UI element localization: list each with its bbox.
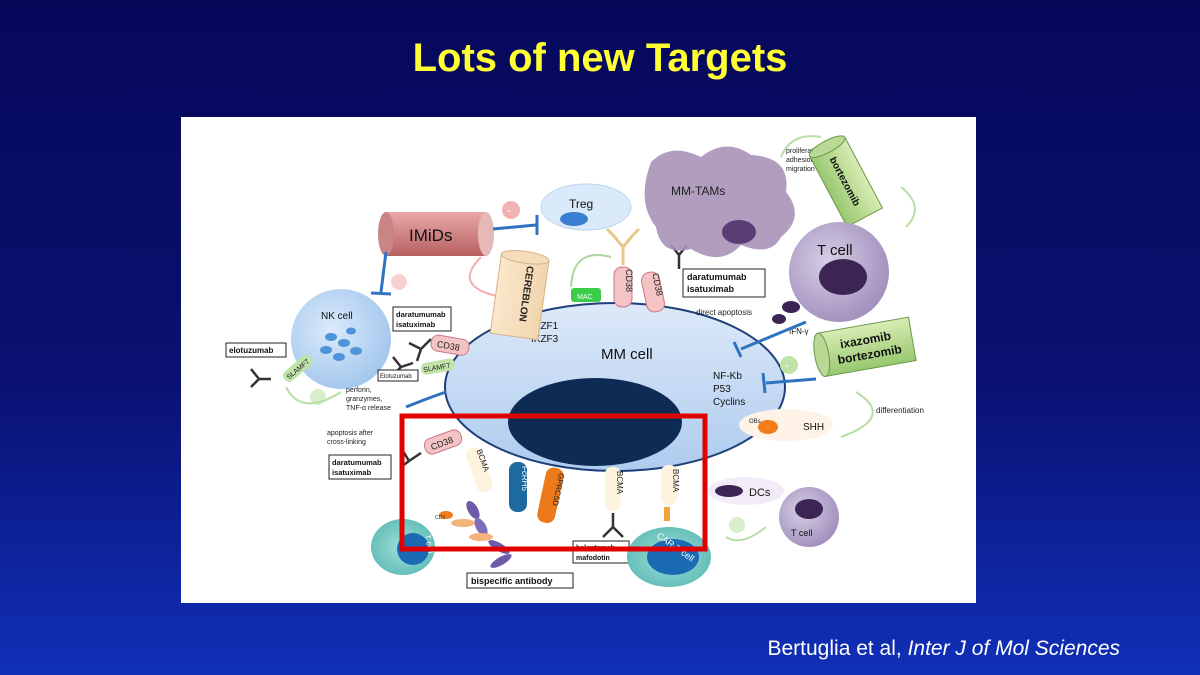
imids-cylinder: IMiDs — [378, 212, 494, 256]
p53-label: P53 — [713, 384, 731, 395]
nk-cell-label: NK cell — [321, 311, 353, 322]
bcma-right: BCMA — [661, 465, 680, 505]
svg-text:OBs: OBs — [749, 419, 761, 425]
antibody-icon-elotuzumab — [251, 369, 271, 387]
t-cell-right: T cell — [789, 222, 889, 322]
citation-authors: Bertuglia et al, — [767, 637, 907, 660]
car-construct-icon — [664, 507, 670, 521]
t-cell-small: T cell — [779, 487, 839, 547]
svg-text:apoptosis after: apoptosis after — [327, 430, 374, 437]
svg-text:granzymes,: granzymes, — [346, 396, 382, 403]
dcs-cell: DCs — [708, 477, 784, 505]
mac-complex: MAC — [571, 288, 601, 302]
fcrh5-receptor: FcRH5 — [509, 462, 529, 512]
nk-cell: NK cell — [291, 289, 391, 389]
mm-tams-cell: MM-TAMs — [645, 146, 795, 257]
direct-apoptosis-label: direct apoptosis — [696, 308, 752, 317]
cd38-bottom: CD38 — [422, 428, 463, 456]
svg-text:SHH: SHH — [803, 422, 824, 433]
dara-isa-box-left: daratumumab isatuximab — [393, 307, 451, 331]
svg-text:-: - — [507, 203, 511, 217]
svg-text:-: - — [785, 358, 789, 372]
svg-text:isatuximab: isatuximab — [687, 284, 735, 294]
dara-isa-box-bottom: daratumumab isatuximab — [329, 455, 391, 479]
minus-badge-right — [780, 356, 798, 374]
plus-badge-dcs — [729, 517, 745, 533]
gprc5d-receptor: GPRC5D — [536, 466, 567, 525]
elotuzumab-box: elotuzumab — [226, 343, 286, 357]
minus-badge-treg — [502, 201, 520, 219]
ifn-gamma-molecule — [782, 301, 800, 313]
svg-text:DCs: DCs — [749, 487, 771, 499]
svg-text:CD38: CD38 — [624, 269, 634, 292]
cd3-tag: CD3 — [435, 515, 445, 521]
imids-to-nk-inhibition — [381, 252, 386, 292]
treg-cell: Treg — [541, 184, 631, 230]
obs-shh-cell: OBs SHH — [739, 409, 833, 441]
svg-text:T cell: T cell — [791, 528, 812, 538]
apoptosis-crosslinking-labels: apoptosis after cross-linking — [327, 430, 374, 446]
mm-cell-label: MM cell — [601, 346, 653, 363]
svg-text:MAC: MAC — [577, 294, 593, 301]
cd38-top-left: CD38 — [614, 267, 634, 307]
nfkb-label: NF-Kb — [713, 371, 742, 382]
belantamab-box: belantamab mafodotin — [573, 541, 629, 563]
bcma-middle: BCMA — [605, 467, 624, 511]
svg-text:cross-linking: cross-linking — [327, 439, 366, 446]
plus-badge-nk — [391, 274, 407, 290]
svg-text:isatuximab: isatuximab — [332, 468, 372, 477]
antibody-icon-belantamab — [603, 513, 623, 537]
cyclins-label: Cyclins — [713, 397, 745, 408]
citation: Bertuglia et al, Inter J of Mol Sciences — [767, 637, 1120, 661]
svg-text:BCMA: BCMA — [671, 469, 680, 493]
dara-isa-box-top: daratumumab isatuximab — [683, 269, 765, 297]
bispecific-antibody-icon — [439, 499, 513, 571]
svg-text:FcRH5: FcRH5 — [520, 466, 529, 491]
citation-journal: Inter J of Mol Sciences — [908, 637, 1120, 660]
svg-text:mafodotin: mafodotin — [576, 555, 610, 562]
t-cell-right-label: T cell — [817, 242, 853, 259]
svg-text:CD3: CD3 — [435, 515, 445, 521]
slide-title: Lots of new Targets — [0, 36, 1200, 81]
figure-panel: MM cell IKZF1 IKZF3 NF-Kb P53 Cyclins IM… — [181, 117, 976, 603]
mm-cell-nucleus — [508, 378, 682, 466]
svg-text:bispecific antibody: bispecific antibody — [471, 576, 553, 586]
elotuzumab-small-box: Elotuzumab — [378, 370, 418, 381]
svg-text:TNF-α release: TNF-α release — [346, 405, 391, 412]
mechanism-diagram: MM cell IKZF1 IKZF3 NF-Kb P53 Cyclins IM… — [181, 117, 976, 603]
differentiation-label: differentiation — [876, 406, 924, 415]
svg-text:isatuximab: isatuximab — [396, 320, 436, 329]
imids-to-treg-inhibition — [493, 225, 536, 229]
svg-text:migration: migration — [786, 166, 815, 173]
ixazomib-bortezomib-cylinder: ixazomib bortezomib — [811, 317, 916, 378]
svg-text:BCMA: BCMA — [615, 471, 624, 495]
car-t-cell: CAR-T cell — [627, 527, 711, 587]
antibody-icon-cd38-top — [607, 229, 639, 265]
svg-text:Elotuzumab: Elotuzumab — [380, 374, 412, 380]
svg-text:perforin,: perforin, — [346, 387, 372, 394]
bispecific-box: bispecific antibody — [467, 573, 573, 588]
cd38-left: CD38 — [430, 334, 470, 356]
svg-text:daratumumab: daratumumab — [396, 310, 446, 319]
bcma-left: BCMA — [464, 444, 498, 494]
mm-tams-label: MM-TAMs — [671, 184, 725, 198]
imids-label: IMiDs — [409, 226, 452, 245]
treg-label: Treg — [569, 197, 593, 211]
svg-text:daratumumab: daratumumab — [687, 272, 747, 282]
svg-text:daratumumab: daratumumab — [332, 458, 382, 467]
perforin-labels: perforin, granzymes, TNF-α release — [346, 387, 391, 412]
svg-text:elotuzumab: elotuzumab — [229, 346, 274, 355]
bortezomib-cylinder-top: bortezomib — [807, 132, 883, 227]
